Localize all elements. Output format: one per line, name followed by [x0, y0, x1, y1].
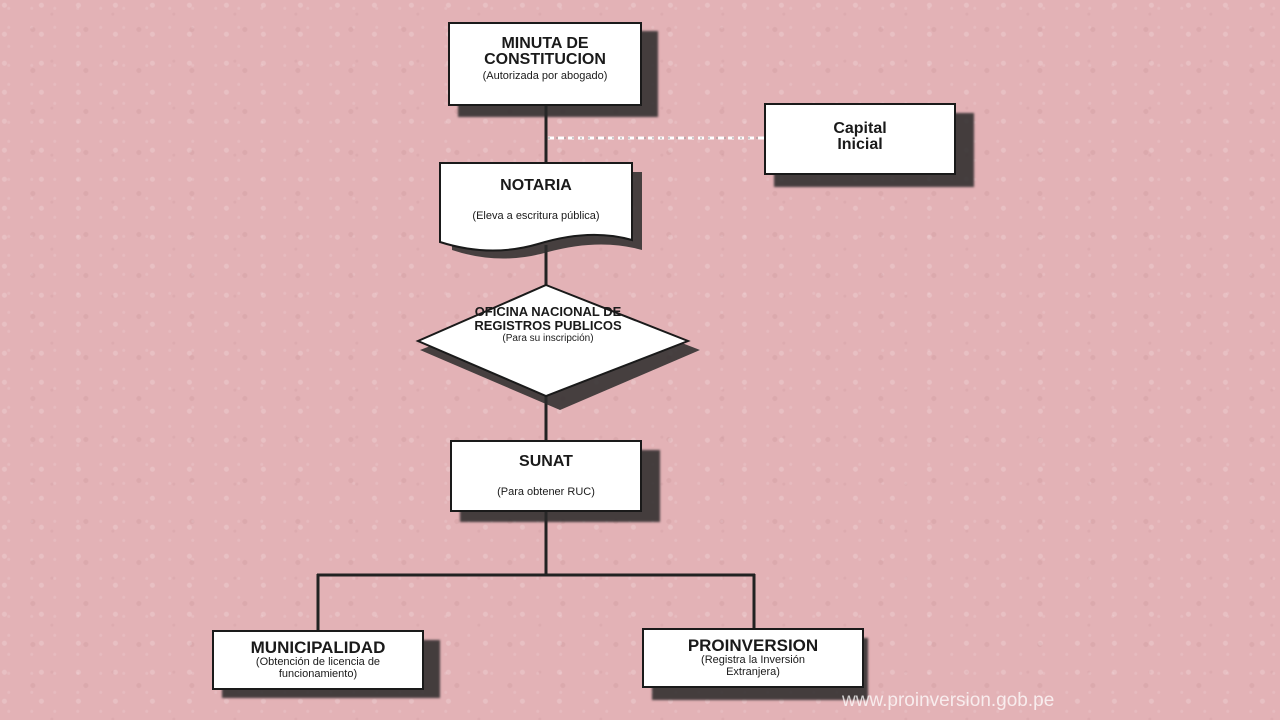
- proinversion-title: PROINVERSION: [687, 636, 819, 655]
- oficina-title: OFICINA NACIONAL DE REGISTROS PUBLICOS: [474, 304, 622, 333]
- sunat-subtitle: (Para obtener RUC): [497, 486, 595, 498]
- watermark-url: www.proinversion.gob.pe: [842, 690, 1055, 711]
- municipalidad-title: MUNICIPALIDAD: [250, 638, 386, 657]
- oficina-registros-box: OFICINA NACIONAL DE REGISTROS PUBLICOS (…: [428, 304, 668, 345]
- sunat-title: SUNAT: [519, 453, 573, 470]
- minuta-subtitle: (Autorizada por abogado): [482, 70, 608, 82]
- oficina-shape: [415, 283, 691, 398]
- capital-inicial-box: Capital Inicial: [764, 103, 956, 175]
- minuta-title: MINUTA DE CONSTITUCION: [484, 35, 606, 68]
- notaria-title: NOTARIA: [500, 177, 572, 194]
- notaria-shape: [439, 162, 633, 252]
- minuta-constitucion-box: MINUTA DE CONSTITUCION (Autorizada por a…: [448, 22, 642, 106]
- municipalidad-subtitle: (Obtención de licencia de funcionamiento…: [255, 656, 381, 680]
- oficina-subtitle: (Para su inscripción): [502, 333, 594, 344]
- notaria-box: NOTARIA (Eleva a escritura pública): [440, 177, 632, 223]
- municipalidad-box: MUNICIPALIDAD (Obtención de licencia de …: [212, 630, 424, 690]
- capital-title: Capital Inicial: [833, 120, 887, 153]
- proinversion-box: PROINVERSION (Registra la Inversión Extr…: [642, 628, 864, 688]
- proinversion-subtitle: (Registra la Inversión Extranjera): [701, 654, 805, 678]
- notaria-subtitle: (Eleva a escritura pública): [472, 210, 600, 222]
- sunat-box: SUNAT (Para obtener RUC): [450, 440, 642, 512]
